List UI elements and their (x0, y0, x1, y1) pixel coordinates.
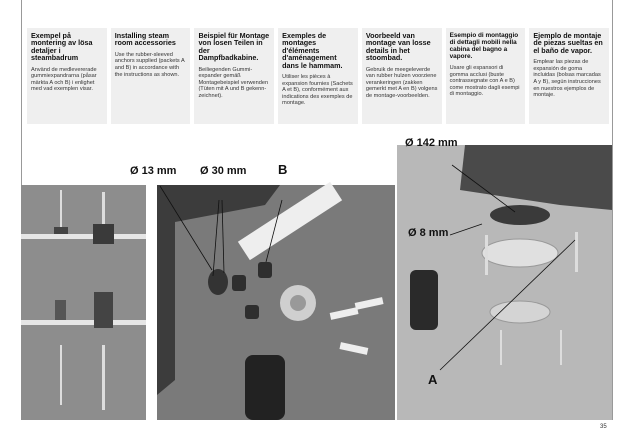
column-body: Emplear las piezas de expansión de goma … (533, 59, 601, 99)
column-title: Ejemplo de montaje de piezas sueltas en … (533, 31, 603, 55)
column-body: Use the rubber-sleeved anchors supplied … (114, 51, 185, 78)
column-title: Installing steam room accessories (114, 31, 176, 48)
column-french: Exemples de montages d'éléments d'aménag… (278, 28, 358, 124)
column-title: Voorbeeld van montage van losse details … (365, 31, 431, 63)
column-body: Använd de medlevererade gummiexpandrarna… (31, 66, 97, 93)
label-diameter-13mm: Ø 13 mm (130, 165, 177, 177)
column-title: Esempio di montaggio di dettagli mobili … (449, 32, 519, 60)
column-title: Exempel på montering av lösa detaljer i … (31, 31, 93, 63)
page-number: 35 (600, 424, 607, 430)
ceiling-mounting-illustration (397, 145, 612, 420)
label-diameter-8mm: Ø 8 mm (408, 227, 449, 239)
language-columns: Exempel på montering av lösa detaljer i … (27, 28, 610, 124)
column-german: Beispiel für Montage von losen Teilen in… (194, 28, 275, 124)
label-anchor-b: B (278, 162, 288, 177)
label-diameter-30mm: Ø 30 mm (200, 165, 247, 177)
column-title: Beispiel für Montage von losen Teilen in… (198, 31, 270, 63)
column-body: Beiliegenden Gummi-expander gemäß Montag… (198, 66, 269, 99)
column-dutch: Voorbeeld van montage van losse details … (361, 28, 442, 124)
wall-mounting-illustration (157, 181, 395, 420)
frame-line-right (612, 0, 613, 420)
column-body: Gebruik de meegeleverde van rubber hulze… (365, 66, 438, 99)
column-italian: Esempio di montaggio di dettagli mobili … (445, 28, 526, 124)
label-anchor-a: A (428, 372, 438, 387)
column-swedish: Exempel på montering av lösa detaljer i … (27, 28, 107, 124)
column-spanish: Ejemplo de montaje de piezas sueltas en … (529, 28, 610, 124)
column-body: Usare gli espansori di gomma acclusi (bu… (449, 65, 520, 98)
column-title: Exemples de montages d'éléments d'aménag… (282, 31, 343, 70)
anchor-cross-section-illustration (21, 185, 146, 420)
label-diameter-142mm: Ø 142 mm (405, 137, 458, 149)
column-body: Utiliser les pièces à expansion fournies… (282, 74, 353, 107)
